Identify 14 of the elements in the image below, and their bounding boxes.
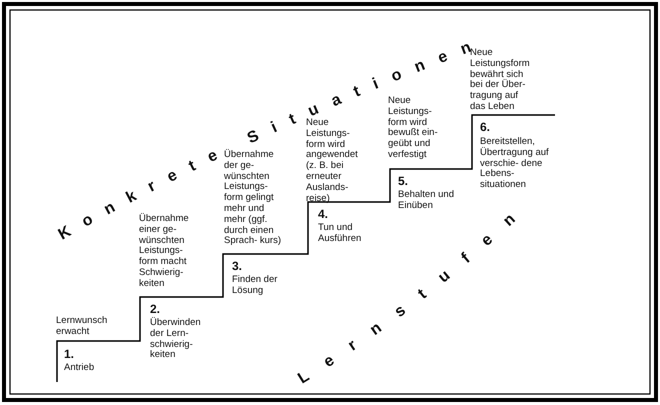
step-description: Übernahme der ge- wünschten Leistungs- form gelingt mehr und mehr (ggf. durch einen Sprach- kurs) [224, 150, 282, 248]
step-title: Finden der Lösung [232, 275, 278, 297]
step-number: 1. [64, 348, 76, 361]
step-description: Neue Leistungsform bewährt sich bei der Über- tragung auf das Leben [470, 48, 531, 112]
step-title: Antrieb [64, 363, 96, 374]
step-description: Lernwunsch erwacht [56, 316, 108, 338]
step-number: 5. [398, 175, 410, 188]
step-number: 6. [480, 121, 492, 134]
step-number: 2. [150, 303, 162, 316]
step-number: 3. [232, 260, 244, 273]
step-title: Bereitstellen, Übertragung auf verschie- dene Lebens- situationen [480, 137, 550, 191]
step-title: Behalten und Einüben [398, 190, 455, 212]
step-number: 4. [318, 208, 328, 221]
step-title: Überwinden der Lern- schwierig- keiten [150, 318, 202, 362]
